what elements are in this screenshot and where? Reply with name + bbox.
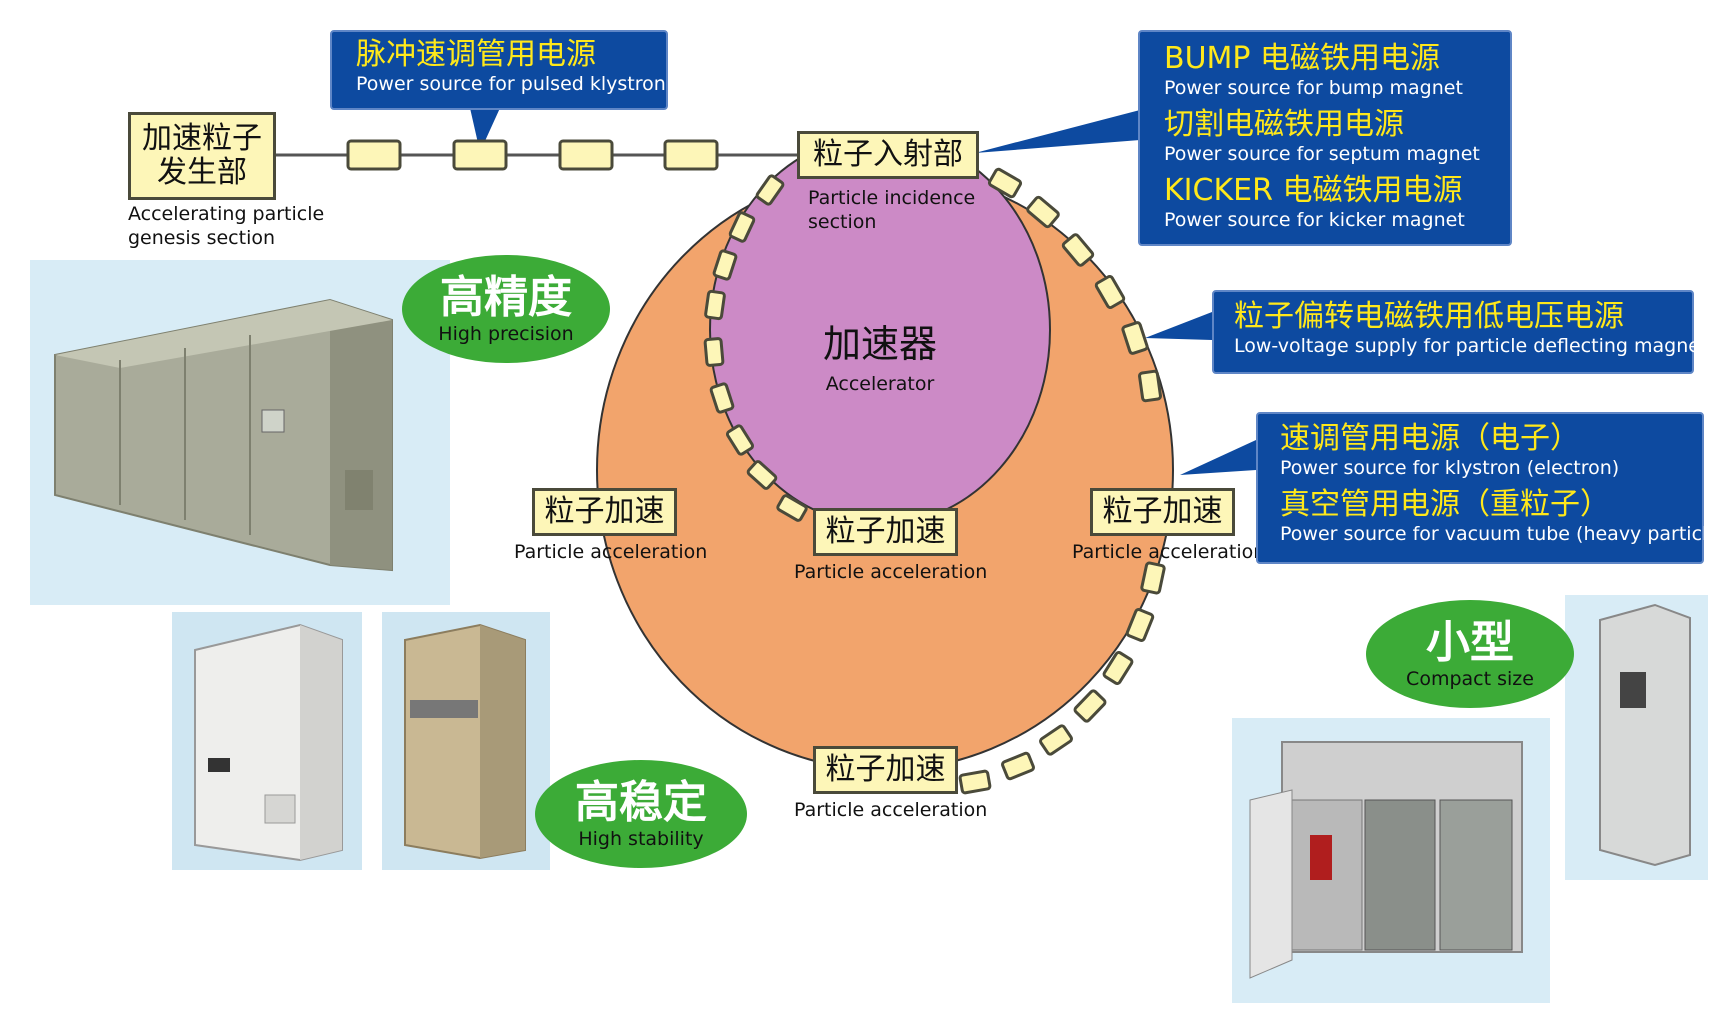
tube-item-vacuum: 真空管用电源（重粒子） Power source for vacuum tube…: [1280, 487, 1727, 546]
accelerator-label: 加速器: [822, 322, 937, 366]
ring-segment: [1102, 650, 1134, 686]
beamline-segment: [558, 139, 614, 171]
magnet-item-en: Power source for septum magnet: [1164, 143, 1480, 165]
ring-segment: [1061, 233, 1095, 267]
tube-item-zh: 真空管用电源（重粒子）: [1280, 487, 1610, 522]
accel-left-caption: Particle acceleration: [514, 541, 708, 563]
ring-segment: [776, 494, 808, 522]
ring-segment: [1140, 561, 1166, 595]
tube-callout: 速调管用电源（电子） Power source for klystron (el…: [1256, 412, 1727, 564]
ring-segment: [703, 337, 725, 367]
tube-callout-pointer: [1180, 440, 1256, 475]
magnet-item-kicker: KICKER 电磁铁用电源 Power source for kicker ma…: [1164, 174, 1510, 232]
incidence-box: 粒子入射部: [797, 131, 979, 179]
tube-item-klystron: 速调管用电源（电子） Power source for klystron (el…: [1280, 422, 1702, 480]
badge-compact-size: 小型 Compact size: [1366, 600, 1574, 708]
beamline-segment: [452, 139, 508, 171]
beamline-segments: [346, 139, 719, 171]
cabinet-photo-beige: [382, 612, 550, 870]
tube-item-en: Power source for vacuum tube (heavy part…: [1280, 523, 1727, 545]
accel-center-caption: Particle acceleration: [794, 561, 988, 583]
badge-en: Compact size: [1406, 668, 1534, 690]
deflect-callout-zh: 粒子偏转电磁铁用低电压电源: [1234, 299, 1624, 334]
deflect-callout-pointer: [1145, 312, 1212, 340]
badge-high-precision: 高精度 High precision: [402, 255, 610, 363]
inner-ring-segments: [703, 174, 808, 522]
ring-segment: [958, 769, 992, 795]
badge-zh: 小型: [1426, 617, 1514, 668]
accelerator-caption: Accelerator: [825, 373, 935, 395]
deflect-callout: 粒子偏转电磁铁用低电压电源 Low-voltage supply for par…: [1212, 290, 1708, 374]
beamline-segment: [346, 139, 402, 171]
klystron-callout: 脉冲速调管用电源 Power source for pulsed klystro…: [330, 30, 668, 110]
ring-segment: [704, 289, 726, 321]
outer-ring-segments: [958, 167, 1166, 795]
genesis-section-box: 加速粒子 发生部: [128, 112, 276, 200]
ring-segment: [1001, 751, 1035, 781]
magnet-item-zh: BUMP 电磁铁用电源: [1164, 41, 1441, 76]
cabinet-photo-white: [172, 612, 362, 870]
tube-item-en: Power source for klystron (electron): [1280, 457, 1620, 479]
magnet-item-en: Power source for kicker magnet: [1164, 209, 1465, 231]
ring-segment: [755, 174, 785, 206]
ring-segment: [725, 424, 755, 456]
accel-left-box: 粒子加速: [532, 488, 677, 536]
ring-segment: [709, 382, 735, 414]
klystron-callout-zh: 脉冲速调管用电源: [356, 37, 596, 72]
magnet-callout: BUMP 电磁铁用电源 Power source for bump magnet…: [1138, 30, 1512, 246]
ring-segment: [1094, 274, 1126, 310]
magnet-item-zh: 切割电磁铁用电源: [1164, 107, 1404, 142]
accel-bottom-caption: Particle acceleration: [794, 799, 988, 821]
incidence-caption: Particle incidence section: [808, 187, 976, 233]
magnet-item-en: Power source for bump magnet: [1164, 77, 1463, 99]
ring-segment: [1039, 724, 1073, 756]
cabinet-photo-open: [1232, 718, 1550, 1003]
accel-right-caption: Particle acceleration: [1072, 541, 1266, 563]
magnet-item-bump: BUMP 电磁铁用电源 Power source for bump magnet: [1164, 42, 1510, 100]
ring-segment: [1121, 321, 1149, 355]
badge-zh: 高稳定: [575, 777, 707, 828]
badge-zh: 高精度: [440, 272, 572, 323]
accel-bottom-box: 粒子加速: [813, 746, 958, 794]
cabinet-photo-tall: [1565, 595, 1708, 880]
badge-high-stability: 高稳定 High stability: [535, 760, 747, 868]
klystron-callout-en: Power source for pulsed klystron: [356, 73, 666, 95]
ring-segment: [728, 211, 756, 243]
accel-right-box: 粒子加速: [1090, 488, 1235, 536]
ring-segment: [712, 249, 738, 281]
magnet-callout-pointer: [975, 110, 1140, 153]
tube-item-zh: 速调管用电源（电子）: [1280, 421, 1580, 456]
ring-segment: [1125, 608, 1155, 642]
ring-segment: [1073, 689, 1107, 723]
ring-segment: [987, 167, 1023, 199]
ring-segment: [1026, 195, 1060, 229]
accel-center-box: 粒子加速: [813, 508, 958, 556]
magnet-item-septum: 切割电磁铁用电源 Power source for septum magnet: [1164, 108, 1510, 166]
magnet-item-zh: KICKER 电磁铁用电源: [1164, 173, 1463, 208]
badge-en: High precision: [438, 323, 574, 345]
beamline-segment: [663, 139, 719, 171]
deflect-callout-en: Low-voltage supply for particle deflecti…: [1234, 335, 1708, 357]
genesis-section-caption: Accelerating particle genesis section: [128, 203, 325, 249]
cabinet-photo-large: [30, 260, 450, 605]
ring-segment: [746, 460, 778, 490]
ring-segment: [1138, 369, 1162, 403]
badge-en: High stability: [578, 828, 704, 850]
